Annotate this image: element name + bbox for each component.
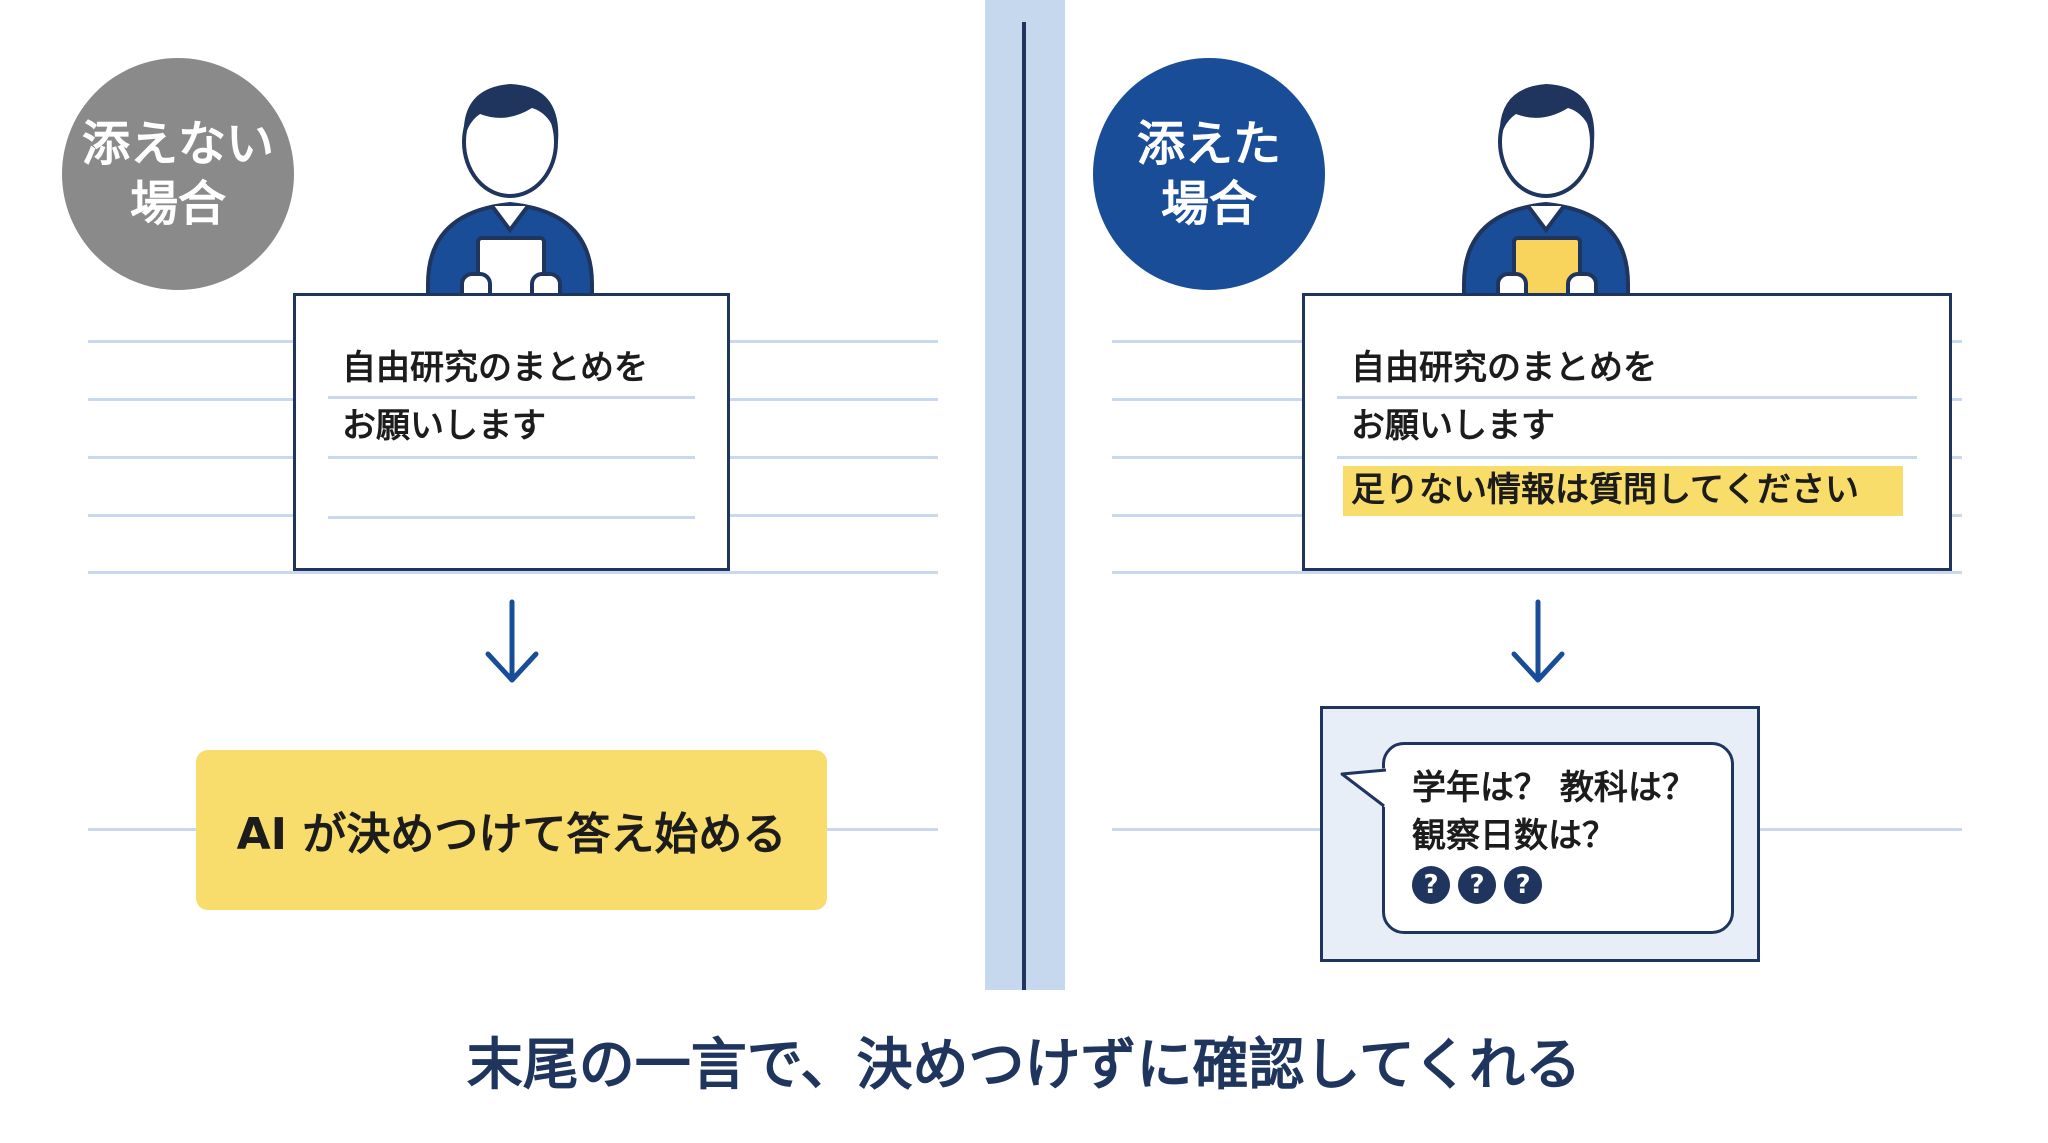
note-line2: お願いします [1351, 406, 1555, 446]
note-line1: 自由研究のまとめを [342, 348, 648, 388]
note-ruled-line [328, 516, 695, 519]
badge-label-line1: 添えない [81, 116, 274, 172]
note-highlight [1343, 466, 1903, 516]
person-with-yellow-paper-icon [1462, 84, 1630, 332]
question-mark-icon: ? [1504, 866, 1542, 904]
note-ruled-line [1337, 456, 1917, 459]
speech-bubble [1382, 742, 1734, 934]
badge-label-line2: 場合 [129, 176, 226, 232]
person-with-white-paper-icon [426, 84, 594, 332]
without-badge: 添えない 場合 [62, 58, 294, 290]
note-line1: 自由研究のまとめを [1351, 348, 1657, 388]
guide-line [88, 571, 938, 574]
note-line2: お願いします [342, 406, 546, 446]
result-box-assumes: AI が決めつけて答え始める [196, 750, 827, 910]
question-mark-icon: ? [1458, 866, 1496, 904]
badge-label-line2: 場合 [1160, 176, 1257, 232]
speech-bubble-tail-icon [1340, 768, 1387, 808]
bottom-caption: 末尾の一言で、決めつけずに確認してくれる [466, 1033, 1582, 1098]
result-text: AI が決めつけて答え始める [236, 809, 787, 860]
note-line3-highlighted: 足りない情報は質問してください [1351, 470, 1859, 510]
with-badge: 添えた 場合 [1093, 58, 1325, 290]
question-mark-group: ? ? ? [1412, 866, 1542, 904]
down-arrow-icon [485, 599, 539, 683]
prompt-note-without: 自由研究のまとめを お願いします [293, 293, 730, 571]
guide-line [1112, 571, 1962, 574]
note-ruled-line [328, 456, 695, 459]
down-arrow-icon [1511, 599, 1565, 683]
question-mark-icon: ? [1412, 866, 1450, 904]
center-divider-line [1022, 22, 1026, 990]
bubble-line2: 観察日数は？ [1412, 816, 1616, 856]
note-ruled-line [328, 396, 695, 399]
prompt-note-with: 自由研究のまとめを お願いします 足りない情報は質問してください [1302, 293, 1952, 571]
bubble-line1: 学年は？ 教科は？ [1412, 768, 1696, 808]
badge-label-line1: 添えた [1136, 116, 1281, 172]
note-ruled-line [1337, 396, 1917, 399]
